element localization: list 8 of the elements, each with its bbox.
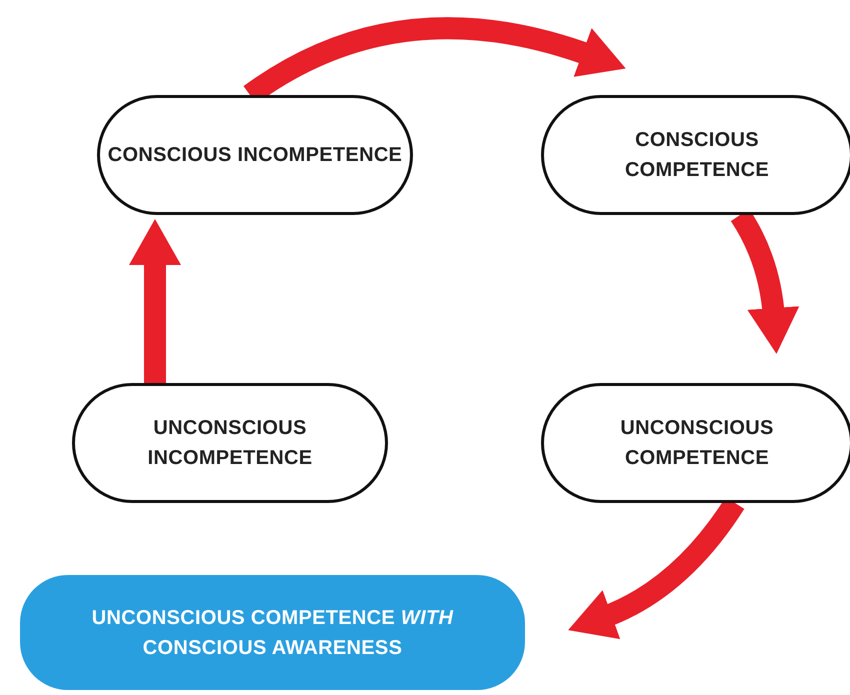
stage-box <box>541 383 850 503</box>
stage-label: UNCONSCIOUS COMPETENCE <box>619 416 775 471</box>
stage-box <box>541 95 850 215</box>
arrow <box>129 219 181 383</box>
stage-label: UNCONSCIOUS COMPETENCE WITH CONSCIOUS AWARENESS <box>90 606 454 660</box>
stage-label: UNCONSCIOUS INCOMPETENCE <box>146 416 314 471</box>
stage-label: CONSCIOUS INCOMPETENCE <box>108 143 402 168</box>
stage-label: CONSCIOUS COMPETENCE <box>624 128 770 183</box>
